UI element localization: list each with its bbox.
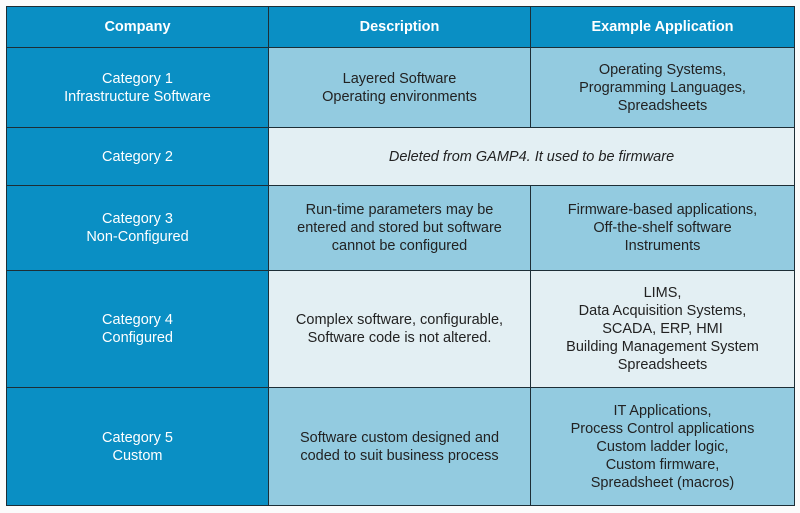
table-row: Category 3 Non-Configured Run-time param… bbox=[6, 185, 795, 271]
category-cell: Category 3 Non-Configured bbox=[6, 185, 269, 271]
header-description: Description bbox=[268, 6, 531, 48]
header-row: Company Description Example Application bbox=[6, 6, 795, 48]
example-cell: Firmware-based applications, Off-the-she… bbox=[530, 185, 795, 271]
table-row: Category 5 Custom Software custom design… bbox=[6, 387, 795, 506]
gamp-categories-table: Company Description Example Application … bbox=[6, 6, 795, 506]
table-row: Category 4 Configured Complex software, … bbox=[6, 270, 795, 388]
example-cell: IT Applications, Process Control applica… bbox=[530, 387, 795, 506]
description-cell: Complex software, configurable, Software… bbox=[268, 270, 531, 388]
category-cell: Category 1 Infrastructure Software bbox=[6, 47, 269, 128]
example-cell: Operating Systems, Programming Languages… bbox=[530, 47, 795, 128]
table-row: Category 2 Deleted from GAMP4. It used t… bbox=[6, 127, 795, 186]
merged-note-cell: Deleted from GAMP4. It used to be firmwa… bbox=[268, 127, 795, 186]
description-cell: Software custom designed and coded to su… bbox=[268, 387, 531, 506]
header-company: Company bbox=[6, 6, 269, 48]
table-row: Category 1 Infrastructure Software Layer… bbox=[6, 47, 795, 128]
category-cell: Category 5 Custom bbox=[6, 387, 269, 506]
description-cell: Run-time parameters may be entered and s… bbox=[268, 185, 531, 271]
description-cell: Layered Software Operating environments bbox=[268, 47, 531, 128]
category-cell: Category 2 bbox=[6, 127, 269, 186]
example-cell: LIMS, Data Acquisition Systems, SCADA, E… bbox=[530, 270, 795, 388]
category-cell: Category 4 Configured bbox=[6, 270, 269, 388]
header-example: Example Application bbox=[530, 6, 795, 48]
